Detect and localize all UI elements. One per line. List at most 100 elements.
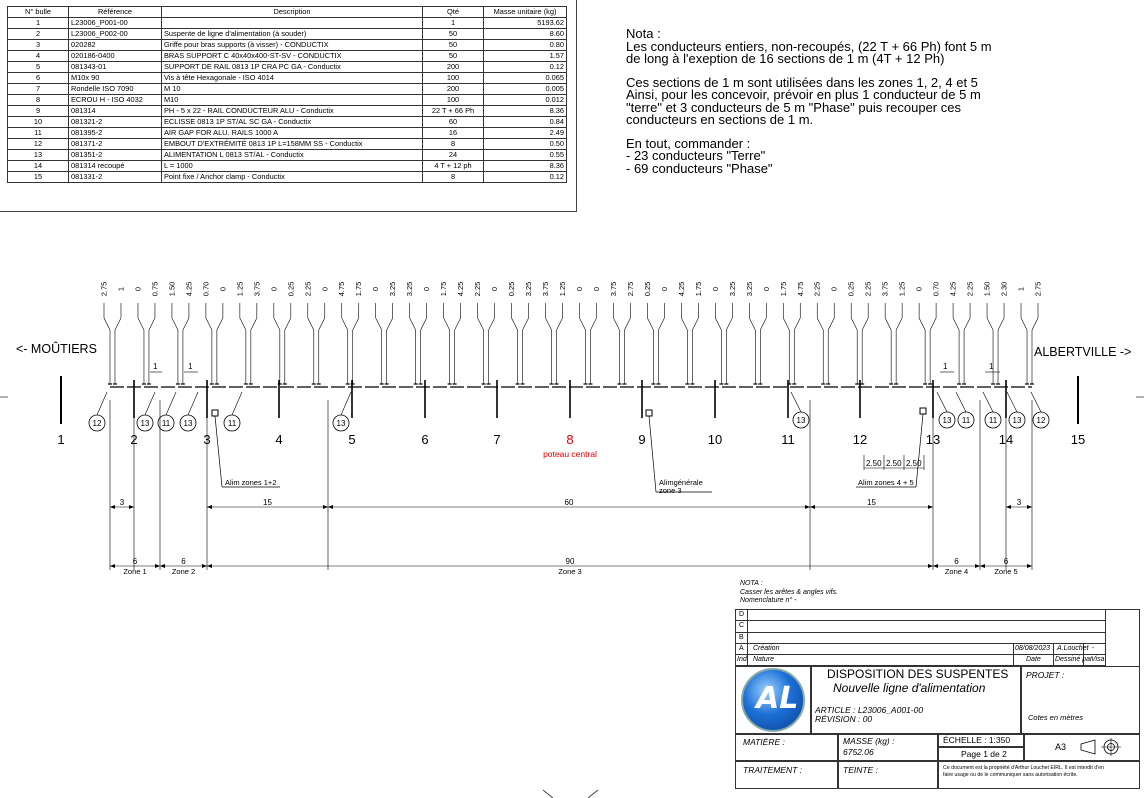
suspension-dim-label: 3.25 <box>388 282 397 297</box>
suspension-dim-label: 3.75 <box>609 282 618 297</box>
suspension-dim-label: 2.30 <box>1000 282 1009 297</box>
company-logo: AL <box>741 668 805 732</box>
pole-label: 11 <box>781 432 795 447</box>
dimension-label: 3 <box>1017 498 1022 507</box>
spacing-dims-group <box>150 371 1000 470</box>
feed-label-general: Alimgénérale <box>659 478 703 487</box>
suspension-dim-label: 1.50 <box>983 282 992 297</box>
suspension-dim-label: 0 <box>490 287 499 291</box>
zone-label: Zone 5 <box>994 567 1017 576</box>
dimension-label: 15 <box>867 498 876 507</box>
dimension-label: 90 <box>566 557 575 566</box>
item-bubble <box>984 411 1002 429</box>
mass-label: MASSE (kg) : <box>843 736 895 746</box>
item-bubble-label: 13 <box>141 419 150 428</box>
suspension-dim-label: 0.70 <box>201 282 210 297</box>
suspension-dim-label: 1.25 <box>235 282 244 297</box>
dimension-label: 6 <box>954 557 959 566</box>
suspension-dim-label: 0 <box>218 287 227 291</box>
rev-header-drawn: Dessiné par <box>1055 656 1093 663</box>
units-note: Cotes en mètres <box>1028 713 1084 722</box>
suspension-dim-label: 2.25 <box>864 282 873 297</box>
suspension-dim-label: 0.25 <box>286 282 295 297</box>
zone-label: Zone 3 <box>558 567 581 576</box>
nota-paragraph-3: En tout, commander : - 23 conducteurs "T… <box>626 137 992 176</box>
rev-header-date: Date <box>1026 656 1041 663</box>
item-bubble <box>938 411 956 429</box>
title-block-nota-line: Casser les arêtes & angles vifs. <box>740 588 839 596</box>
suspension-dim-label: 0 <box>711 287 720 291</box>
suspension-dim-label: 2.25 <box>473 282 482 297</box>
legal-notice: Ce document est la propriété d'Arthur Lo… <box>943 765 1104 779</box>
suspension-dim-label: 1.75 <box>694 282 703 297</box>
bom-bottom-border <box>0 211 576 212</box>
frame-mark <box>587 789 599 798</box>
feed-label-zone45: Alim zones 4 + 5 <box>858 478 914 487</box>
projection-symbol-icon <box>1080 738 1121 756</box>
color-label: TEINTE : <box>843 765 878 775</box>
suspension-dim-label: 3.75 <box>541 282 550 297</box>
feed-marker-zone45 <box>919 407 927 415</box>
title-block-nota-line: NOTA : <box>740 580 763 587</box>
zone-label: Zone 4 <box>945 567 968 576</box>
suspension-dim-label: 3.75 <box>881 282 890 297</box>
suspension-dim-label: 1.25 <box>898 282 907 297</box>
bom-cell-mass: 0.12 <box>483 171 567 183</box>
item-bubble-label: 11 <box>162 419 171 428</box>
item-bubble-label: 13 <box>797 416 806 425</box>
nota-line: "terre" et 3 conducteurs de 5 m "Phase" … <box>626 99 961 115</box>
suspension-dim-label: 1.25 <box>558 282 567 297</box>
suspension-dim-label: 0 <box>575 287 584 291</box>
feed-label-zone12: Alim zones 1+2 <box>225 478 277 487</box>
suspension-dim-label: 0 <box>762 287 771 291</box>
suspension-dim-label: 4.25 <box>184 282 193 297</box>
revision-ref: RÉVISION : 00 <box>815 714 873 724</box>
rev-letter: A <box>739 645 744 652</box>
suspension-dim-label: 4.25 <box>677 282 686 297</box>
item-bubble-label: 12 <box>93 419 102 428</box>
nota-paragraph-1: Nota : Les conducteurs entiers, non-reco… <box>626 27 992 66</box>
nota-line: de long à l'exeption de 16 sections de 1… <box>626 51 945 66</box>
article-ref: ARTICLE : L23006_A001-00 <box>815 705 924 715</box>
direction-left: <- MOÛTIERS <box>16 341 97 356</box>
rev-header-nature: Nature <box>753 656 775 663</box>
gap-label: 1 <box>989 362 994 371</box>
suspension-dim-label: 4.75 <box>337 282 346 297</box>
dimension-label: 6 <box>181 557 186 566</box>
feed-marker-general <box>645 409 653 417</box>
item-bubble <box>223 414 241 432</box>
suspension-dim-label: 3.25 <box>728 282 737 297</box>
suspension-dim-label: 2.75 <box>626 282 635 297</box>
suspension-dim-label: 0 <box>133 287 142 291</box>
mass-value: 6752.06 <box>843 747 874 757</box>
item-bubble-label: 13 <box>184 419 193 428</box>
item-bubble <box>1032 411 1050 429</box>
title-block-nota: NOTA : Casser les arêtes & angles vifs. … <box>740 580 838 606</box>
suspension-dim-label: 2.25 <box>966 282 975 297</box>
pole-label: 1 <box>57 432 64 447</box>
bom-right-border <box>576 0 577 212</box>
rev-date-value: 08/08/2023 <box>1015 645 1051 652</box>
item-bubble-label: 11 <box>962 416 971 425</box>
suspension-dim-label: 3.25 <box>745 282 754 297</box>
item-bubble-label: 13 <box>943 416 952 425</box>
dimension-label: 15 <box>263 498 272 507</box>
nota-block: Nota : Les conducteurs entiers, non-reco… <box>626 27 992 186</box>
pole-label: 12 <box>853 432 867 447</box>
nota-line: - 23 conducteurs "Terre" <box>626 148 766 163</box>
bom-header-row: N° bulle Référence Description Qté Masse… <box>7 6 567 18</box>
page-number: Page 1 de 2 <box>961 749 1007 759</box>
title-block-nota-line: Nomenclature n° - <box>740 597 797 604</box>
item-bubble-label: 12 <box>1037 416 1046 425</box>
suspension-dim-label: 0 <box>269 287 278 291</box>
pole-label: 5 <box>348 432 355 447</box>
title-block: NOTA : Casser les arêtes & angles vifs. … <box>735 579 1140 789</box>
spacing-label: 2.50 <box>886 459 902 468</box>
suspension-dim-label: 3.25 <box>405 282 414 297</box>
dimension-label: 6 <box>133 557 138 566</box>
dimension-label: 6 <box>1004 557 1009 566</box>
